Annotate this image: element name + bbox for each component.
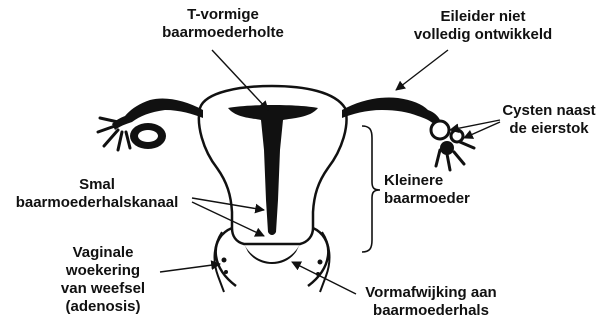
label-smaller-uterus: Kleinere baarmoeder xyxy=(384,172,504,208)
adenosis-spot xyxy=(222,258,227,263)
cervix-malformation xyxy=(244,244,300,264)
label-cervix-malformation: Vormafwijking aan baarmoederhals xyxy=(346,284,516,320)
label-t-shaped-cavity: T-vormige baarmoederholte xyxy=(138,6,308,42)
cyst-2 xyxy=(451,130,463,142)
label-narrow-canal: Smal baarmoederhalskanaal xyxy=(2,176,192,212)
label-cysts: Cysten naast de eierstok xyxy=(494,102,604,138)
arrow-adenosis xyxy=(160,264,220,272)
label-vaginal-adenosis: Vaginale woekering van weefsel (adenosis… xyxy=(48,244,158,316)
cyst-1 xyxy=(431,121,449,139)
label-oviduct: Eileider niet volledig ontwikkeld xyxy=(398,8,568,44)
right-fallopian-tube xyxy=(342,98,440,127)
size-bracket xyxy=(362,126,380,252)
arrow-oviduct xyxy=(396,50,448,90)
